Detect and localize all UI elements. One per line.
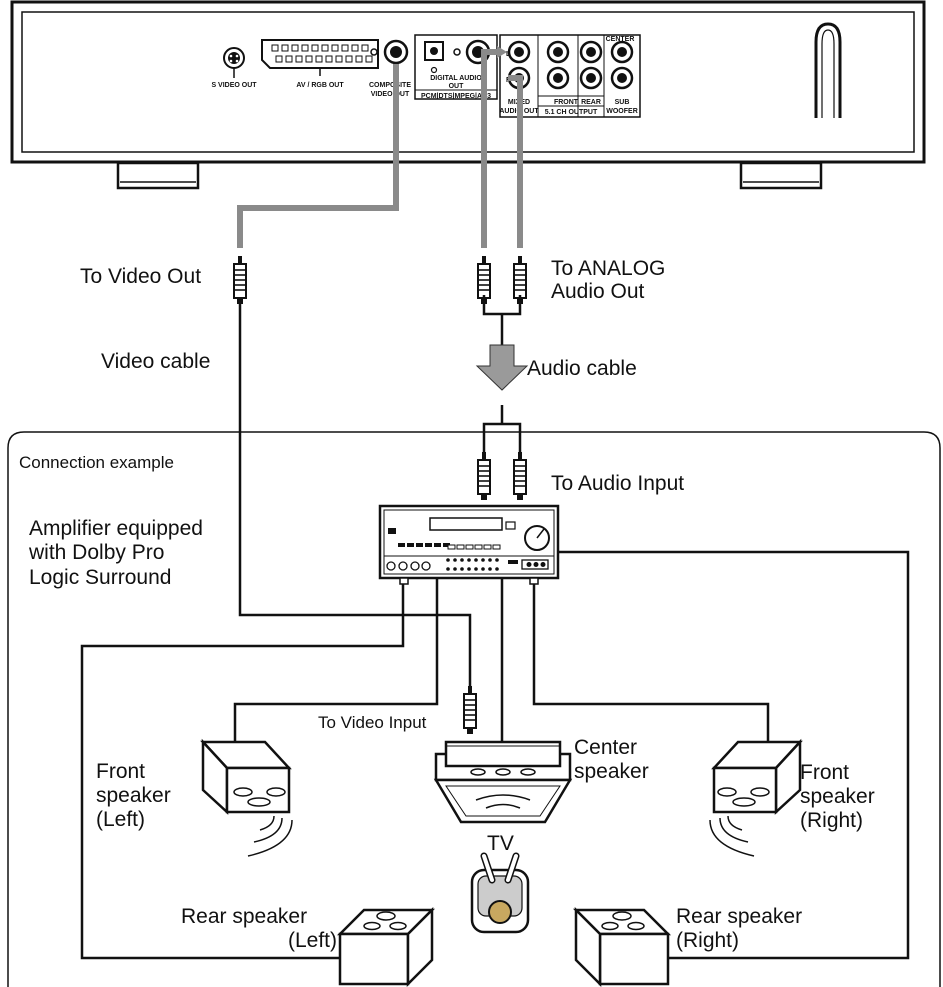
composite-video-out-jack [383, 39, 409, 65]
to-analog-line1: To ANALOG [551, 257, 665, 280]
ch51-output-label: 5.1 CH OUTPUT [545, 109, 598, 116]
amplifier [378, 504, 560, 585]
center-speaker-line2: speaker [574, 760, 649, 783]
composite-led-icon [370, 48, 378, 56]
av-rgb-out-connector [261, 39, 379, 76]
digital-audio-label-line3: PCM|DTS|MPEG|AC3 [421, 93, 491, 100]
amplifier-label-line3: Logic Surround [29, 566, 171, 589]
audio-l-mark: L [506, 51, 511, 58]
to-analog-line2: Audio Out [551, 280, 645, 303]
rear-label: REAR [581, 99, 601, 106]
s-video-out-label: S VIDEO OUT [211, 82, 257, 89]
foot-left [116, 161, 200, 190]
front-speaker-right [709, 738, 803, 857]
listener-icon [470, 852, 530, 934]
power-cord-icon [814, 22, 842, 118]
center-speaker-line1: Center [574, 736, 637, 759]
to-audio-input-label: To Audio Input [551, 472, 684, 495]
rca-jack-icon [579, 40, 603, 64]
front-right-line3: (Right) [800, 809, 863, 832]
rca-jack-icon [610, 66, 634, 90]
rear-right-line2: (Right) [676, 929, 739, 952]
front-label: FRONT [554, 99, 579, 106]
front-speaker-left [200, 738, 293, 857]
dvd-player-rear-panel: S VIDEO OUT AV / RGB OUT COMPOSITE VIDEO… [10, 0, 926, 190]
center-label: CENTER [606, 36, 635, 43]
to-video-out-label: To Video Out [80, 265, 201, 288]
front-left-line3: (Left) [96, 808, 145, 831]
audio-output-block [499, 34, 641, 118]
rca-jack-icon [507, 40, 531, 64]
rear-right-line1: Rear speaker [676, 905, 802, 928]
speaker-wiring [80, 298, 910, 960]
rca-jack-icon [579, 66, 603, 90]
s-video-out-jack [223, 47, 245, 78]
front-right-line2: speaker [800, 785, 875, 808]
digital-audio-label-line2: OUT [449, 83, 465, 90]
amplifier-label-line1: Amplifier equipped [29, 517, 203, 540]
audio-cable-arrow-icon [475, 344, 529, 391]
composite-label-line1: COMPOSITE [369, 82, 411, 89]
to-video-input-label: To Video Input [318, 713, 427, 732]
rear-speaker-left [336, 906, 436, 987]
gray-video-cable [237, 64, 399, 248]
video-out-plug-icon [233, 256, 247, 304]
front-left-line1: Front [96, 760, 145, 783]
av-rgb-out-label: AV / RGB OUT [296, 82, 344, 89]
rear-speaker-right [572, 906, 672, 987]
gray-audio-cables [481, 46, 523, 248]
front-right-line1: Front [800, 761, 849, 784]
rca-jack-icon [610, 40, 634, 64]
rear-left-line1: Rear speaker [181, 905, 307, 928]
video-input-plug-icon [463, 686, 477, 734]
audio-cable-label: Audio cable [527, 357, 637, 380]
foot-right [739, 161, 823, 190]
connection-example-label: Connection example [19, 453, 174, 472]
video-cable-label: Video cable [101, 350, 210, 373]
audio-input-plug-right-icon [513, 452, 527, 500]
tv-label: TV [487, 832, 514, 855]
composite-label-line2: VIDEO OUT [371, 91, 410, 98]
digital-audio-label-line1: DIGITAL AUDIO [430, 75, 482, 82]
sub-woofer-label-line2: WOOFER [606, 108, 638, 115]
sub-woofer-label-line1: SUB [615, 99, 630, 106]
connection-example-frame [7, 431, 941, 987]
amplifier-label-line2: with Dolby Pro [28, 541, 164, 564]
rca-jack-icon [546, 40, 570, 64]
audio-input-plug-left-icon [477, 452, 491, 500]
rear-left-line2: (Left) [288, 929, 337, 952]
rca-jack-icon [546, 66, 570, 90]
center-speaker [444, 740, 562, 776]
front-left-line2: speaker [96, 784, 171, 807]
